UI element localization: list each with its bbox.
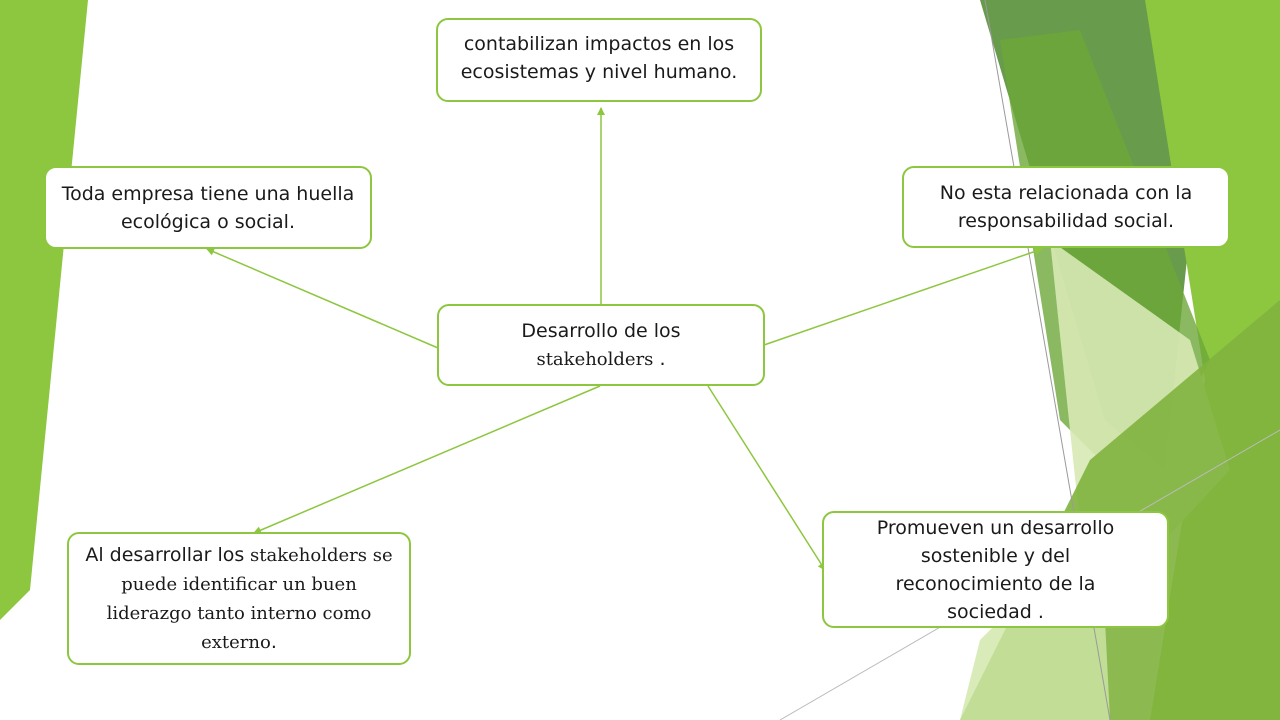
center-stakeholders: stakeholders: [536, 348, 654, 370]
node-bottom-left-content: Al desarrollar los stakeholders se puede…: [83, 541, 395, 657]
node-right-text: No esta relacionada con la responsabilid…: [939, 182, 1193, 232]
arrow-to-left: [206, 248, 439, 349]
center-suffix: .: [653, 347, 666, 370]
node-bottom-left: Al desarrollar los stakeholders se puede…: [67, 532, 411, 665]
node-left-text: Toda empresa tiene una huella ecológica …: [61, 182, 355, 233]
node-center-content: Desarrollo de los stakeholders .: [521, 317, 680, 374]
arrow-to-bottom-right: [707, 385, 826, 571]
bottom-left-end: .: [270, 630, 277, 653]
left-green-band: [0, 0, 88, 620]
bottom-left-lead: Al desarrollar los: [85, 543, 245, 566]
node-bottom-right-text: Promueven un desarrollo sostenible y del…: [876, 516, 1115, 623]
node-center: Desarrollo de los stakeholders .: [437, 304, 765, 386]
arrow-to-bottom-left: [253, 385, 601, 534]
node-top: contabilizan impactos en los ecosistemas…: [436, 18, 762, 102]
arrow-to-right: [763, 247, 1043, 346]
node-right: No esta relacionada con la responsabilid…: [902, 166, 1230, 248]
node-left: Toda empresa tiene una huella ecológica …: [44, 166, 372, 249]
center-line-1: Desarrollo de los: [521, 319, 681, 342]
bottom-left-body: stakeholders se puede identificar un bue…: [106, 544, 393, 653]
center-line-2: stakeholders .: [521, 345, 680, 374]
node-bottom-right: Promueven un desarrollo sostenible y del…: [822, 511, 1169, 628]
node-top-text: contabilizan impactos en los ecosistemas…: [460, 33, 738, 83]
